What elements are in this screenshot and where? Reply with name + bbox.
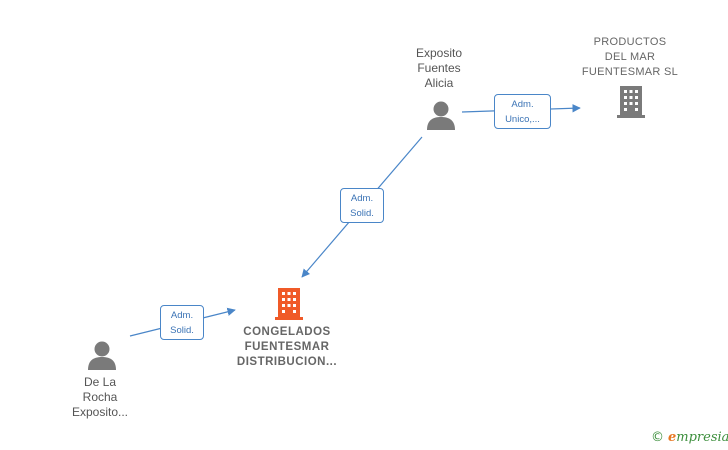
company-top-name-line: PRODUCTOS <box>593 36 667 48</box>
person-top-label[interactable]: Exposito Fuentes Alicia <box>398 46 480 91</box>
brand-name-rest: mpresia <box>676 430 728 445</box>
person-top-icon[interactable] <box>425 100 457 130</box>
person-bottom-name-line: De La <box>83 375 117 389</box>
person-bottom-icon[interactable] <box>86 340 118 370</box>
person-bottom-name-line: Rocha <box>82 390 118 404</box>
company-focus-name-line: CONGELADOS <box>243 326 331 338</box>
person-top-name-line: Fuentes <box>417 61 461 75</box>
company-top-label[interactable]: PRODUCTOS DEL MAR FUENTESMAR SL <box>570 35 690 80</box>
edge-badge-top-to-company[interactable]: Adm. Unico,... <box>494 94 551 129</box>
building-top-icon[interactable] <box>615 84 647 118</box>
edge-badge-line: Adm. <box>511 99 534 110</box>
empresia-logo: © empresia <box>651 430 728 445</box>
building-focus-icon[interactable] <box>273 286 305 320</box>
edge-badge-line: Adm. <box>350 193 374 204</box>
person-top-name-line: Exposito <box>415 46 463 60</box>
edge-badge-line: Adm. <box>170 310 194 321</box>
person-bottom-name-line: Exposito... <box>71 405 129 419</box>
person-bottom-label[interactable]: De La Rocha Exposito... <box>58 375 142 420</box>
person-top-name-line: Alicia <box>424 76 454 90</box>
edge-badge-bottom-to-focus[interactable]: Adm. Solid. <box>160 305 204 340</box>
edge-badge-line: Solid. <box>170 325 194 336</box>
company-focus-name-line: DISTRIBUCION... <box>236 356 338 368</box>
edge-badge-line: Unico,... <box>505 114 540 125</box>
company-focus-label[interactable]: CONGELADOS FUENTESMAR DISTRIBUCION... <box>222 325 352 370</box>
edge-badge-line: Solid. <box>350 208 374 219</box>
company-top-name-line: FUENTESMAR SL <box>581 66 679 78</box>
copyright-symbol: © <box>651 430 664 445</box>
brand-initial: e <box>668 430 677 445</box>
company-focus-name-line: FUENTESMAR <box>244 341 330 353</box>
edge-badge-top-to-focus[interactable]: Adm. Solid. <box>340 188 384 223</box>
company-top-name-line: DEL MAR <box>604 51 656 63</box>
